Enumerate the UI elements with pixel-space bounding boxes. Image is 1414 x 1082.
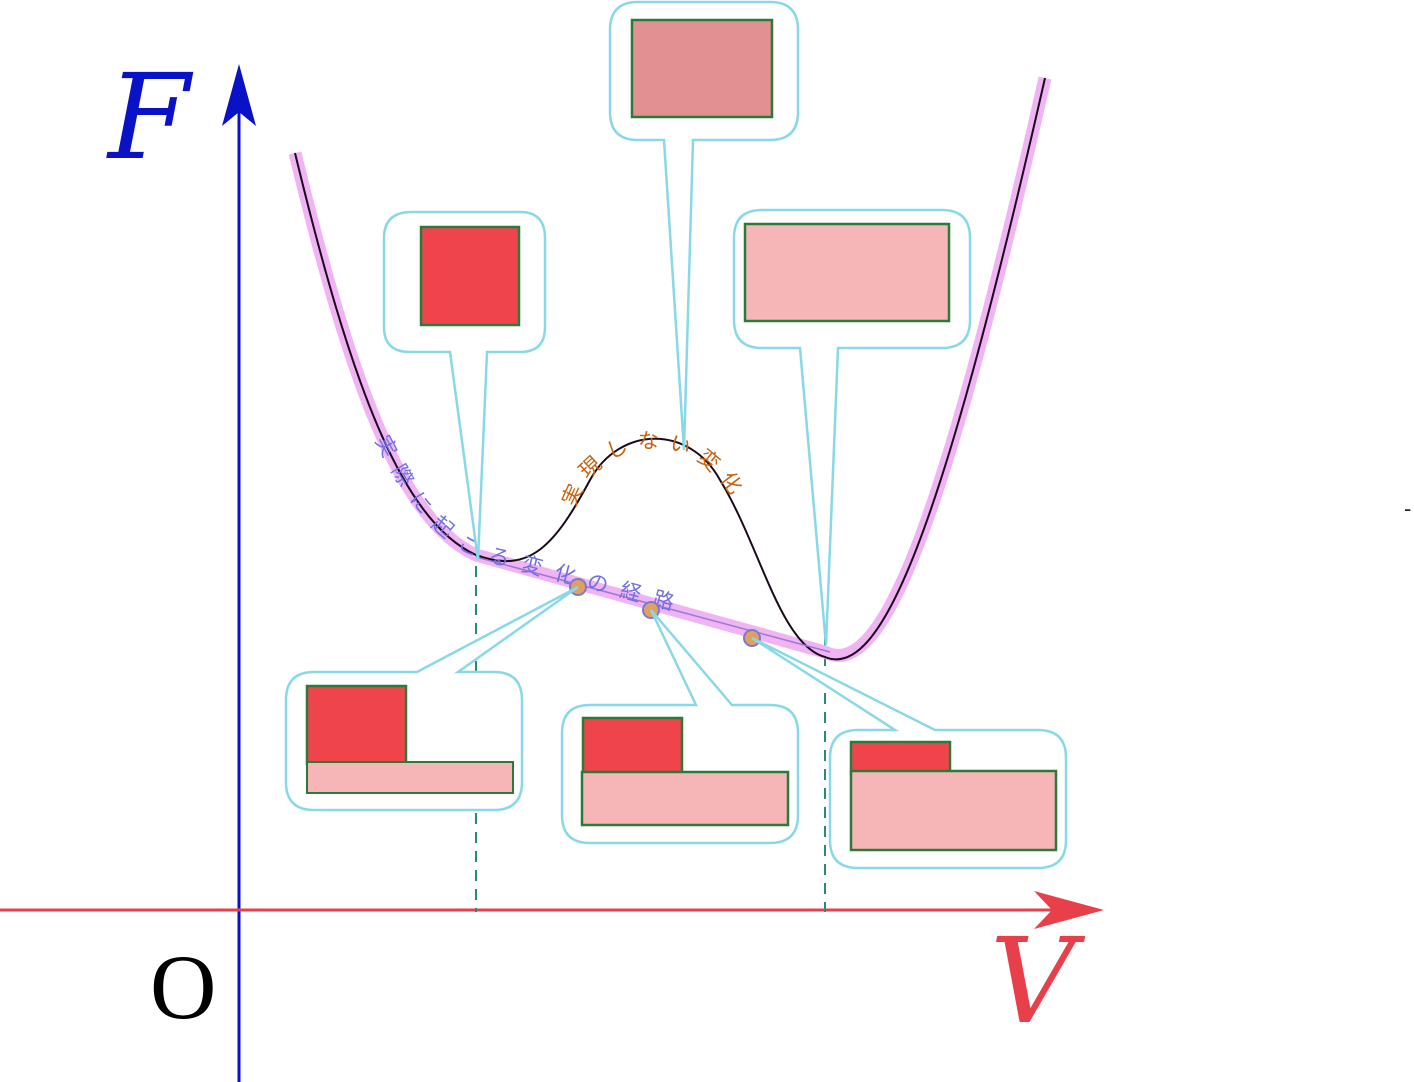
v-axis-arrowhead xyxy=(1034,891,1104,929)
stray-mark: - xyxy=(1404,496,1411,521)
state-phase-dark xyxy=(419,225,521,327)
callout-mixture-2 xyxy=(560,609,800,845)
state-phase-dark xyxy=(849,740,952,776)
state-phase-light xyxy=(580,770,790,827)
state-phase-mid xyxy=(630,18,774,119)
callout-left-minimum xyxy=(382,210,547,561)
state-phase-light xyxy=(306,761,514,794)
v-axis: V xyxy=(0,891,1104,1050)
free-energy-curve xyxy=(294,77,1046,661)
state-phase-light xyxy=(849,769,1058,852)
f-axis-arrowhead xyxy=(222,64,256,126)
unrealized-change-text: 実現しない変化 xyxy=(557,429,752,510)
callout-barrier-top xyxy=(608,0,800,451)
actual-path-text: 実際に起こる変化の経路 xyxy=(371,431,690,618)
f-axis: F xyxy=(106,48,256,1082)
f-axis-label: F xyxy=(106,48,194,186)
callout-mixture-1 xyxy=(284,585,579,812)
state-phase-dark xyxy=(581,716,684,777)
callout-mixture-3 xyxy=(751,636,1068,870)
v-axis-label: V xyxy=(990,912,1086,1050)
state-phase-dark xyxy=(305,684,408,766)
origin-label: O xyxy=(150,936,216,1038)
state-phase-light xyxy=(743,222,951,323)
callout-right-minimum xyxy=(732,208,972,646)
